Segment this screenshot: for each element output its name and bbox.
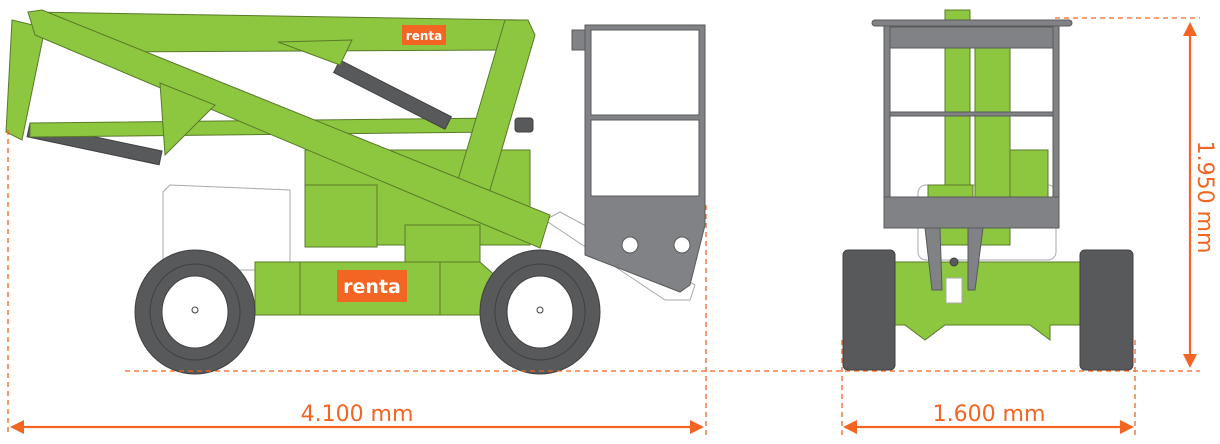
main-boom: [27, 9, 551, 249]
control-box: [514, 117, 534, 133]
riser-arm: [454, 19, 536, 191]
basket-hole: [673, 236, 691, 254]
front-view: [842, 9, 1134, 371]
basket-handle: [571, 29, 587, 51]
side-view: renta renta: [5, 9, 706, 375]
right-tire: [1079, 249, 1134, 371]
svg-text:renta: renta: [343, 276, 401, 298]
motor-box: [1009, 149, 1049, 201]
axle-frame: [892, 261, 1081, 341]
height-arrow: [1183, 22, 1197, 368]
front-wheel: [479, 249, 601, 375]
cylinder-bracket: [277, 39, 353, 66]
dimension-lines: 4.100 mm 1.600 mm 1.950 mm: [7, 17, 1217, 435]
left-tire: [842, 249, 896, 371]
width-label: 1.600 mm: [933, 402, 1046, 427]
height-label: 1.950 mm: [1192, 141, 1217, 254]
width-arrow: [843, 420, 1134, 434]
length-label: 4.100 mm: [301, 402, 414, 427]
turret-panel: [304, 184, 378, 248]
turret-base: [404, 224, 481, 266]
upper-boom-logo: renta: [402, 25, 446, 45]
center-post: [945, 277, 963, 304]
basket-hole: [621, 236, 639, 254]
rear-wheel: [134, 249, 256, 375]
chassis-logo: renta: [337, 270, 407, 302]
boom-bracket: [159, 82, 216, 157]
rear-link: [5, 19, 46, 141]
basket-front: [871, 19, 1073, 229]
upper-cylinder: [332, 59, 453, 130]
length-arrow: [10, 420, 704, 434]
pivot: [949, 257, 959, 267]
svg-text:renta: renta: [406, 29, 442, 43]
basket-side: [571, 24, 706, 293]
